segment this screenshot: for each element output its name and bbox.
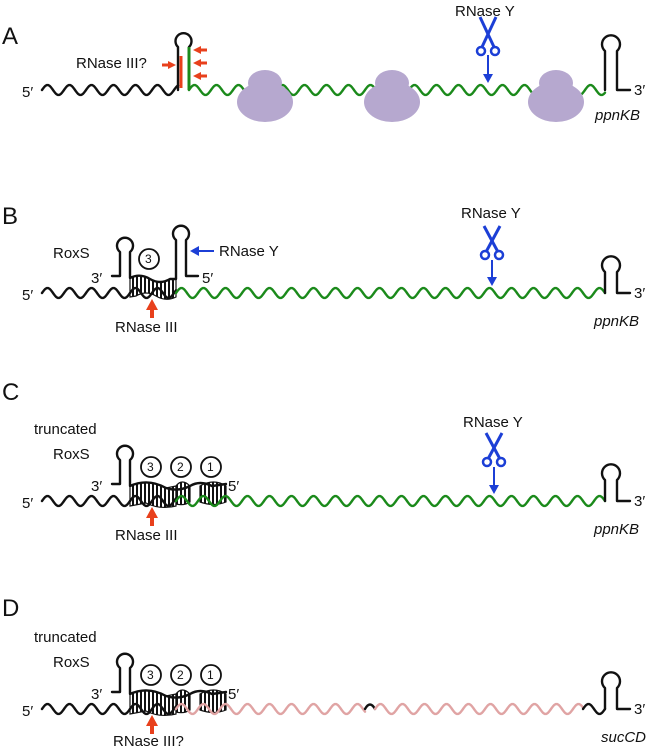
panel-a: A 5′ RNase III? 3′ ppnKB RNase Y — [2, 3, 645, 124]
panel-a-five-prime: 5′ — [22, 84, 33, 101]
panel-b-rnase3-arrow — [146, 299, 158, 318]
panel-d-intergenic-link — [363, 703, 377, 711]
panel-d-roxs-strand — [110, 652, 228, 699]
panel-c: C truncated RoxS 5′ 3 2 1 3′ 5′ RNase II… — [2, 379, 645, 544]
panel-b-roxs-label: RoxS — [53, 245, 90, 262]
panel-c-loop-1 — [200, 456, 222, 478]
panel-c-truncated-label: truncated — [34, 421, 97, 438]
panel-b-three-prime: 3′ — [634, 285, 645, 302]
ribosome-1 — [237, 70, 293, 122]
panel-d-roxs-three-prime: 3′ — [91, 686, 102, 703]
ribosome-3 — [528, 70, 584, 122]
panel-d-coding-strand-1 — [174, 702, 367, 716]
panel-b-loop-3-label: 3 — [145, 252, 152, 266]
panel-c-roxs-three-prime: 3′ — [91, 478, 102, 495]
panel-c-utr-strand — [40, 494, 132, 508]
panel-b-terminator — [600, 255, 632, 295]
panel-d-utr-strand — [40, 702, 132, 716]
panel-d-coding-strand-2 — [373, 702, 585, 716]
panel-a-rnase3-label: RNase III? — [76, 55, 147, 72]
panel-b-roxs-three-prime: 3′ — [91, 270, 102, 287]
panel-c-coding-strand — [174, 494, 607, 508]
panel-d-roxs-label: RoxS — [53, 654, 90, 671]
panel-b-coding-strand — [174, 286, 607, 300]
scissors-icon — [479, 225, 505, 261]
panel-d-rnase3-arrow — [146, 715, 158, 734]
panel-d: D truncated RoxS 5′ 3 2 1 3′ 5′ RNase II… — [2, 595, 646, 749]
panel-d-loop-2 — [170, 664, 192, 686]
panel-a-three-prime: 3′ — [634, 82, 645, 99]
panel-c-duplex-region-3 — [129, 481, 177, 509]
panel-letter-b: B — [2, 203, 18, 230]
scissors-icon — [475, 16, 501, 57]
panel-b-rnase3-label: RNase III — [115, 319, 178, 336]
panel-d-five-prime: 5′ — [22, 703, 33, 720]
panel-a-hairpin — [174, 32, 193, 92]
panel-d-gene-label: sucCD — [601, 729, 646, 746]
panel-d-truncated-label: truncated — [34, 629, 97, 646]
panel-d-rnase3-label: RNase III? — [113, 733, 184, 749]
panel-c-terminator — [600, 463, 632, 503]
panel-b-roxs-strand — [110, 224, 200, 284]
panel-d-loop-3 — [140, 664, 162, 686]
scissors-icon — [481, 432, 507, 468]
panel-c-roxs-strand — [110, 444, 228, 491]
panel-letter-d: D — [2, 595, 19, 622]
panel-b-five-prime: 5′ — [22, 287, 33, 304]
panel-b-rnasey-stem-label: RNase Y — [219, 243, 279, 260]
panel-d-roxs-five-prime: 5′ — [228, 686, 239, 703]
panel-c-rnase3-label: RNase III — [115, 527, 178, 544]
panel-c-rnasey-arrow — [489, 467, 499, 494]
panel-c-roxs-five-prime: 5′ — [228, 478, 239, 495]
panel-d-duplex-region-3 — [129, 689, 177, 717]
panel-d-loop-3-label: 3 — [147, 668, 154, 682]
panel-b-gene-label: ppnKB — [593, 313, 639, 330]
panel-a-utr-strand — [40, 83, 180, 97]
panel-b-utr-strand — [40, 286, 132, 300]
panel-letter-c: C — [2, 379, 19, 406]
panel-a-rnasey-arrow — [483, 55, 493, 83]
panel-c-roxs-label: RoxS — [53, 446, 90, 463]
panel-c-loop-1-label: 1 — [207, 460, 214, 474]
panel-c-loop-3-label: 3 — [147, 460, 154, 474]
panel-c-gene-label: ppnKB — [593, 521, 639, 538]
panel-c-rnase3-arrow — [146, 507, 158, 526]
panel-c-loop-2 — [170, 456, 192, 478]
panel-c-rnasey-label: RNase Y — [463, 414, 523, 431]
panel-d-loop-1 — [200, 664, 222, 686]
panel-a-terminator — [600, 34, 632, 92]
panel-a-ribosomes — [237, 70, 584, 122]
panel-d-loop-1-label: 1 — [207, 668, 214, 682]
panel-b-roxs-five-prime: 5′ — [202, 270, 213, 287]
panel-d-terminator — [600, 671, 632, 711]
panel-d-three-prime: 3′ — [634, 701, 645, 718]
panel-d-loop-2-label: 2 — [177, 668, 184, 682]
panel-c-loop-2-label: 2 — [177, 460, 184, 474]
panel-c-three-prime: 3′ — [634, 493, 645, 510]
panel-d-tail-strand — [581, 702, 607, 716]
panel-a-gene-label: ppnKB — [594, 107, 640, 124]
panel-b-loop-3 — [138, 248, 160, 270]
panel-c-five-prime: 5′ — [22, 495, 33, 512]
panel-b-rnasey-label: RNase Y — [461, 205, 521, 222]
panel-b-rnasey-stem-arrow — [190, 246, 214, 256]
panel-b: B 5′ 3 RoxS 3′ 5′ RNase Y RNase III 3′ p… — [2, 203, 645, 336]
panel-b-rnasey-arrow — [487, 260, 497, 286]
panel-a-rnasey-label: RNase Y — [455, 3, 515, 20]
ribosome-2 — [364, 70, 420, 122]
panel-letter-a: A — [2, 23, 18, 50]
panel-a-rnase3-cut-arrows — [162, 46, 207, 80]
panel-c-loop-3 — [140, 456, 162, 478]
